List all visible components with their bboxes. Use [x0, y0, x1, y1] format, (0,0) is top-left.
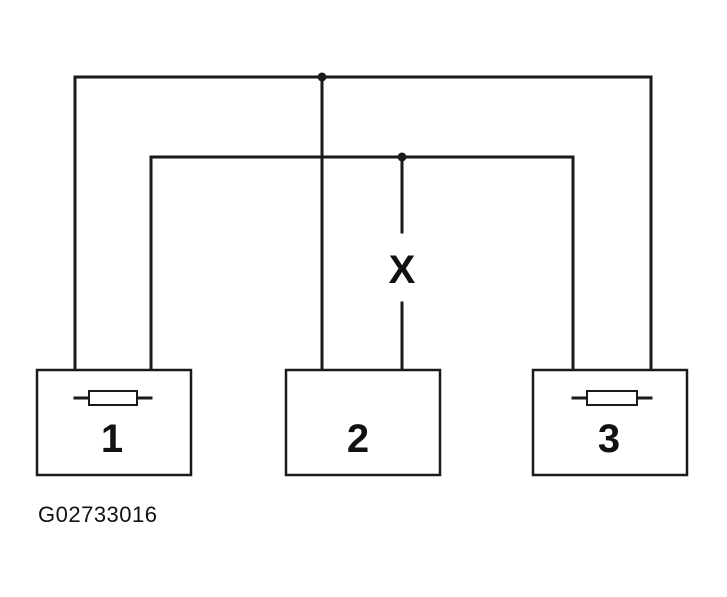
junction-inner-node	[397, 152, 407, 162]
component-3-label: 3	[598, 417, 620, 461]
break-label: X	[389, 248, 416, 292]
component-1: 1	[35, 368, 193, 477]
component-2: 2	[284, 368, 442, 477]
component-2-label: 2	[347, 417, 369, 461]
component-1-resistor-icon	[88, 390, 138, 406]
inner-wire	[149, 155, 575, 400]
component-1-label: 1	[101, 417, 123, 461]
component-3-box	[531, 368, 689, 477]
outer-wire	[73, 75, 653, 400]
figure-id: G02733016	[38, 502, 158, 527]
junction-outer-node	[317, 72, 327, 82]
component-3: 3	[531, 368, 689, 477]
component-1-box	[35, 368, 193, 477]
component-3-resistor-icon	[586, 390, 638, 406]
component-2-box	[284, 368, 442, 477]
